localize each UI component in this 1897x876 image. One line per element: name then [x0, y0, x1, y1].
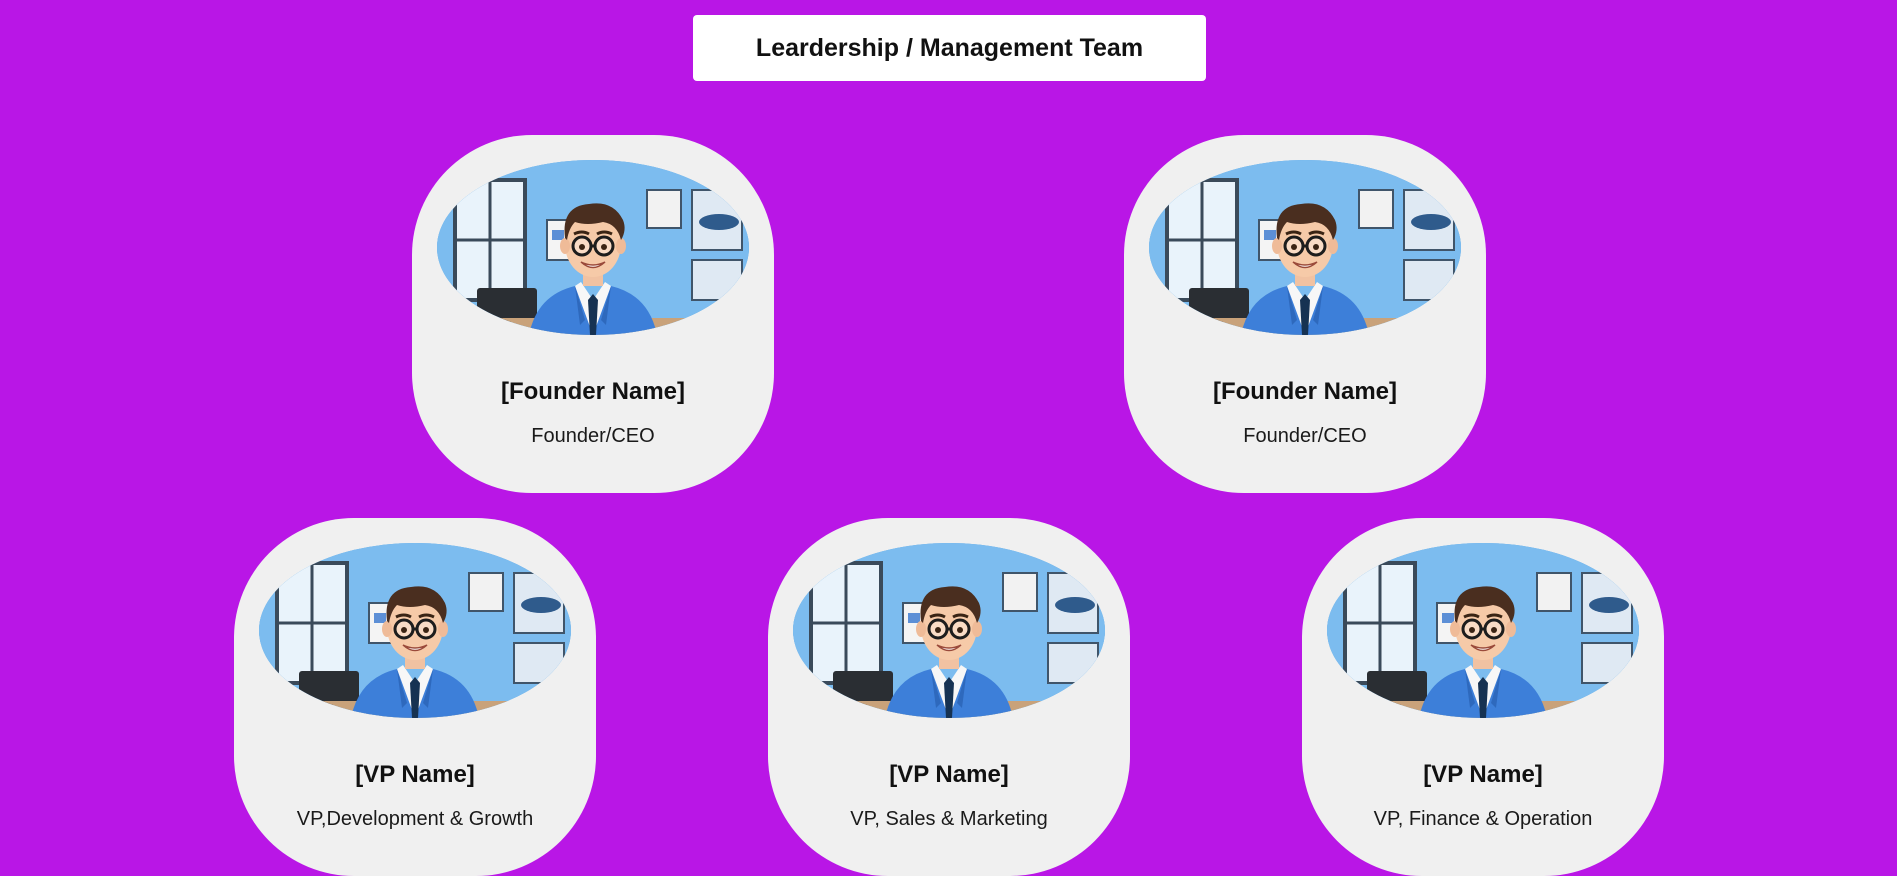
avatar-photo: [259, 543, 571, 718]
page-title: Leardership / Management Team: [755, 33, 1144, 62]
avatar-photo: [437, 160, 749, 335]
avatar: [437, 160, 749, 335]
member-role: Founder/CEO: [1243, 425, 1367, 447]
page-title-box: Leardership / Management Team: [693, 15, 1206, 81]
member-name: [Founder Name]: [1212, 378, 1397, 405]
avatar-photo: [793, 543, 1105, 718]
avatar: [259, 543, 571, 718]
team-card-vp[interactable]: [VP Name] VP, Finance & Operation: [1302, 518, 1664, 876]
team-card-founder[interactable]: [Founder Name] Founder/CEO: [412, 135, 774, 493]
member-role: VP, Sales & Marketing: [850, 808, 1048, 830]
member-name: [Founder Name]: [500, 378, 685, 405]
avatar-photo: [1327, 543, 1639, 718]
avatar: [1149, 160, 1461, 335]
avatar: [793, 543, 1105, 718]
team-card-vp[interactable]: [VP Name] VP,Development & Growth: [234, 518, 596, 876]
member-name: [VP Name]: [355, 761, 475, 788]
member-role: Founder/CEO: [531, 425, 655, 447]
member-name: [VP Name]: [889, 761, 1009, 788]
member-name: [VP Name]: [1423, 761, 1543, 788]
member-role: VP,Development & Growth: [296, 808, 534, 830]
avatar: [1327, 543, 1639, 718]
member-role: VP, Finance & Operation: [1373, 808, 1593, 830]
team-card-vp[interactable]: [VP Name] VP, Sales & Marketing: [768, 518, 1130, 876]
avatar-photo: [1149, 160, 1461, 335]
team-card-founder[interactable]: [Founder Name] Founder/CEO: [1124, 135, 1486, 493]
